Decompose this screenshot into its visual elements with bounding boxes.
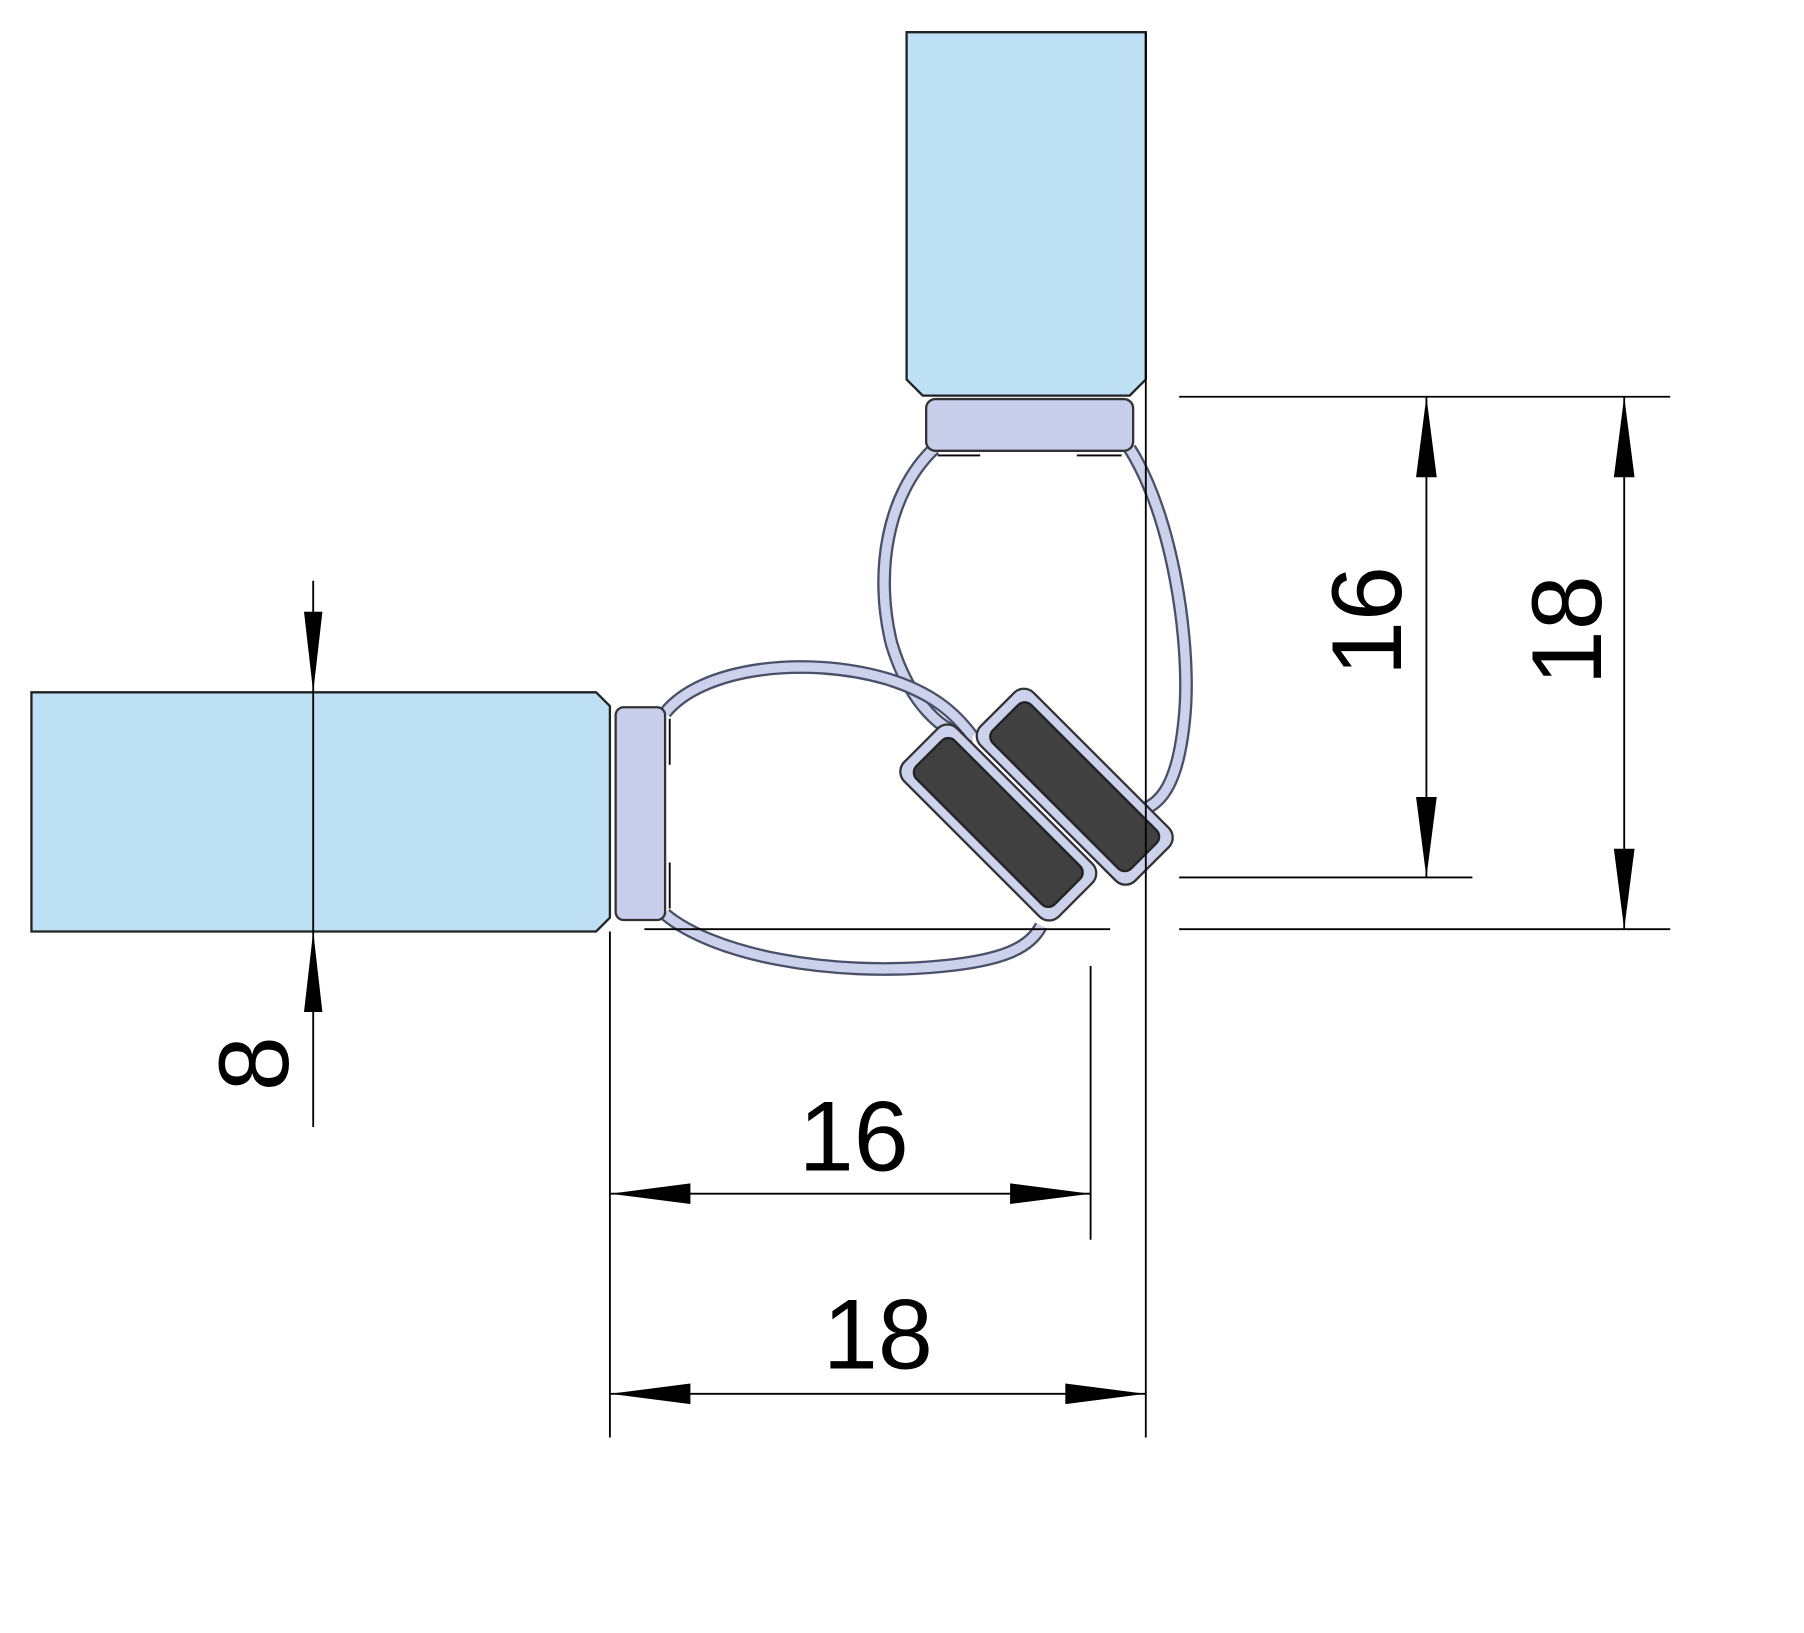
top-seal-clip <box>924 397 1135 452</box>
dimension-vertical-16: 16 <box>1179 395 1671 879</box>
dimension-label-8: 8 <box>198 1036 309 1091</box>
top-seal-profile <box>877 397 1193 818</box>
dimension-horizontal-18: 18 <box>609 1279 1146 1405</box>
dimension-glass-thickness: 8 <box>198 580 323 1127</box>
magnet-top <box>989 701 1161 873</box>
dimension-vertical-18: 18 <box>1179 396 1671 931</box>
dimension-label-16-vertical: 16 <box>1311 566 1422 676</box>
left-seal-profile <box>614 660 1048 976</box>
dimension-horizontal-16: 16 <box>608 931 1092 1438</box>
magnet-assembly <box>899 687 1174 922</box>
left-seal-clip <box>614 706 667 922</box>
top-glass-panel <box>905 31 1147 397</box>
dimension-label-18-vertical: 18 <box>1511 575 1622 685</box>
dimension-label-16-horizontal: 16 <box>799 1081 909 1192</box>
dimension-label-18-horizontal: 18 <box>823 1279 933 1390</box>
magnet-bottom <box>912 736 1084 909</box>
left-glass-panel <box>30 691 612 933</box>
